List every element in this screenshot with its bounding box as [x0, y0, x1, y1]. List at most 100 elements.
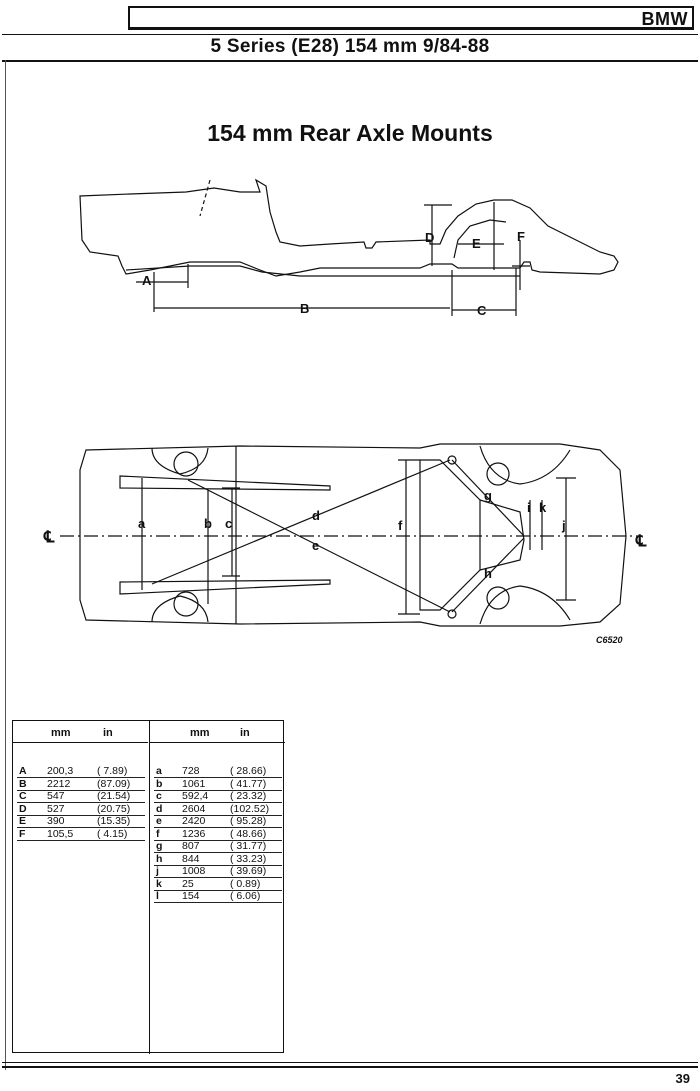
row-mm: 2420 [182, 815, 206, 827]
label-C: C [477, 303, 487, 318]
row-in: ( 33.23) [230, 852, 267, 865]
row-in: ( 48.66) [230, 827, 267, 840]
dimension-line-f [398, 459, 420, 615]
row-mm: 547 [47, 790, 65, 802]
rear-upper-mount-point [447, 455, 457, 465]
row-in: ( 4.15) [97, 827, 128, 840]
brand-banner: BMW [128, 6, 694, 30]
model-subtitle: 5 Series (E28) 154 mm 9/84-88 [210, 36, 490, 57]
page-title: 154 mm Rear Axle Mounts [207, 120, 493, 146]
row-mm: 390 [47, 815, 65, 827]
row-in: ( 95.28) [230, 815, 267, 827]
dimension-line-h [451, 537, 525, 613]
top-view-rear-subframe [419, 459, 525, 611]
label-a: a [138, 516, 146, 531]
row-mm: 1236 [182, 827, 206, 840]
label-i: i [527, 500, 531, 515]
label-B: B [300, 301, 309, 316]
row-in: ( 31.77) [230, 840, 267, 852]
row-key: e [156, 815, 162, 827]
side-view-wheel-arch-inner [453, 219, 507, 259]
row-key: d [156, 802, 163, 815]
header-in: in [240, 727, 250, 739]
row-key: A [19, 765, 27, 777]
label-k: k [539, 500, 547, 515]
row-key: j [156, 865, 159, 877]
row-in: (87.09) [97, 777, 131, 790]
row-key: C [19, 790, 27, 802]
row-in: ( 41.77) [230, 777, 267, 790]
front-lower-mount-circle [173, 591, 199, 617]
table-row: d 2604 (102.52) [154, 803, 282, 816]
rear-upper-mount-circle [486, 462, 510, 486]
front-upper-mount-circle [173, 451, 199, 477]
centerline-mark-right: ℄ [635, 533, 647, 550]
dimension-line-d [151, 459, 451, 585]
label-g: g [484, 488, 492, 503]
row-mm: 527 [47, 802, 65, 815]
header-rule [150, 742, 285, 743]
row-key: l [156, 890, 159, 902]
row-in: ( 28.66) [230, 765, 267, 777]
row-key: B [19, 777, 27, 790]
label-e: e [312, 538, 319, 553]
label-c: c [225, 516, 232, 531]
row-in: ( 23.32) [230, 790, 267, 802]
row-in: ( 0.89) [230, 877, 261, 890]
row-mm: 807 [182, 840, 200, 852]
dimension-line-E [458, 202, 504, 270]
row-key: F [19, 827, 26, 840]
row-mm: 200,3 [47, 765, 74, 777]
row-key: a [156, 765, 162, 777]
page-number: 39 [675, 1071, 690, 1086]
row-key: k [156, 877, 162, 890]
row-mm: 728 [182, 765, 200, 777]
row-mm: 1061 [182, 777, 206, 790]
row-key: g [156, 840, 163, 852]
rear-axle-mount-diagram: A B C D E F a b c [43, 178, 647, 645]
row-mm: 2212 [47, 777, 71, 790]
row-key: E [19, 815, 27, 827]
side-view-body-outline [79, 178, 619, 277]
row-mm: 2604 [182, 802, 206, 815]
label-h: h [484, 566, 492, 581]
row-mm: 154 [182, 890, 200, 902]
header-mm: mm [51, 727, 71, 739]
row-key: c [156, 790, 162, 802]
row-in: (20.75) [97, 802, 131, 815]
top-view-frame-rail-lower [119, 579, 331, 595]
row-key: f [156, 827, 160, 840]
table-row: g 807 ( 31.77) [154, 840, 282, 853]
table-row: B 2212 (87.09) [17, 778, 145, 791]
label-b: b [204, 516, 212, 531]
top-view-frame-rail-upper [119, 475, 331, 491]
footer-rule [2, 1062, 698, 1063]
row-in: ( 39.69) [230, 865, 267, 877]
label-A: A [142, 273, 152, 288]
top-view-labels: a b c d e f g h i j k ℄ ℄ C6520 [43, 488, 647, 645]
label-f: f [398, 518, 403, 533]
side-view-rocker-line [125, 265, 520, 277]
row-in: (21.54) [97, 790, 131, 802]
dimension-line-D [424, 204, 452, 266]
rear-lower-mount-circle [486, 586, 510, 610]
side-view-dash-line [199, 179, 211, 217]
top-view-rear-wheel-arch [479, 445, 571, 625]
side-view [79, 178, 619, 316]
left-margin-rule [5, 60, 6, 1070]
label-D: D [425, 230, 434, 245]
header-rule [13, 742, 148, 743]
brand-label: BMW [641, 9, 688, 29]
row-in: (102.52) [230, 802, 270, 815]
table-row: f 1236 ( 48.66) [154, 828, 282, 841]
figure-code: C6520 [596, 635, 623, 645]
table-row: e 2420 ( 95.28) [154, 815, 282, 828]
